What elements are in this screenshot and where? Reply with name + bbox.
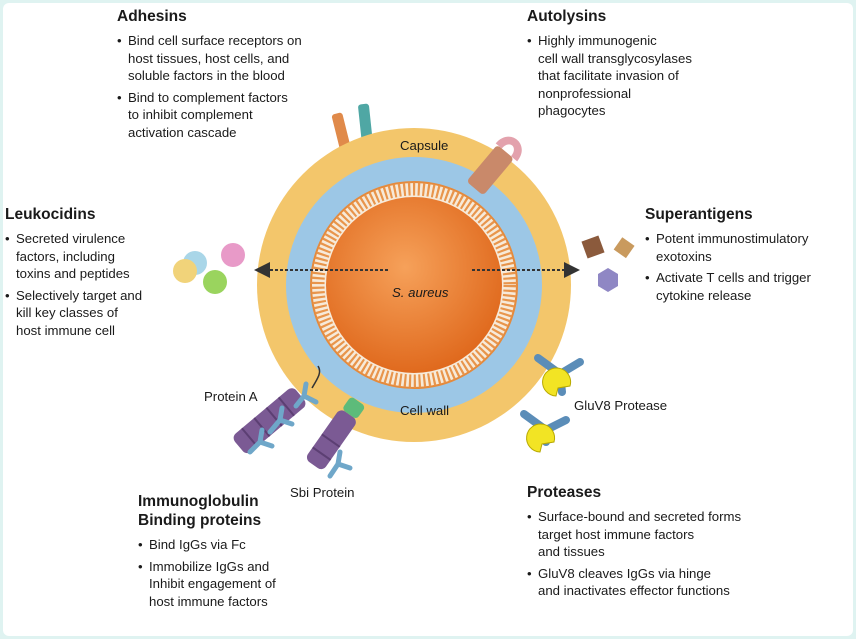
leukocidin-group [173,243,245,294]
proteases-bullet-2: GluV8 cleaves IgGs via hinge and inactiv… [527,565,787,600]
proteases-block: Proteases Surface-bound and secreted for… [527,483,787,604]
superantigen-tan [613,237,635,259]
superantigen-group [581,235,635,292]
proteases-title: Proteases [527,484,602,501]
capsule-label: Capsule [400,138,448,153]
sbi-protein-shape [306,397,365,479]
cytoplasm [326,197,502,373]
autolysins-list: Highly immunogenic cell wall transglycos… [527,32,757,120]
organism-label: S. aureus [392,285,449,300]
protein-a-shape [233,365,321,455]
superantigens-list: Potent immunostimulatory exotoxins Activ… [645,230,850,304]
leukocidins-block: Leukocidins Secreted virulence factors, … [5,205,180,343]
adhesins-title: Adhesins [117,8,187,25]
gluv8-protease-label: GluV8 Protease [574,398,667,413]
cell-wall-label: Cell wall [400,403,449,418]
leukocidin-green [203,270,227,294]
immunoglobulin-bullet-2: Immobilize IgGs and Inhibit engagement o… [138,558,338,611]
superantigens-bullet-1: Potent immunostimulatory exotoxins [645,230,850,265]
protein-a-label: Protein A [204,389,258,404]
immunoglobulin-list: Bind IgGs via Fc Immobilize IgGs and Inh… [138,536,338,610]
sbi-protein-label: Sbi Protein [290,485,355,500]
leukocidin-pink [221,243,245,267]
adhesins-list: Bind cell surface receptors on host tiss… [117,32,357,141]
superantigens-bullet-2: Activate T cells and trigger cytokine re… [645,269,850,304]
superantigen-brown [581,235,605,259]
superantigens-block: Superantigens Potent immunostimulatory e… [645,205,850,308]
autolysin-shape [468,136,522,194]
proteases-list: Surface-bound and secreted forms target … [527,508,787,600]
gluv8-protease-shape-1 [534,354,584,397]
adhesins-bullet-1: Bind cell surface receptors on host tiss… [117,32,357,85]
immunoglobulin-block: Immunoglobulin Binding proteins Bind IgG… [138,492,338,614]
leukocidins-list: Secreted virulence factors, including to… [5,230,180,339]
adhesins-block: Adhesins Bind cell surface receptors on … [117,7,357,145]
membrane-stripes [311,182,517,388]
autolysins-bullet-1: Highly immunogenic cell wall transglycos… [527,32,757,120]
immunoglobulin-bullet-1: Bind IgGs via Fc [138,536,338,554]
superantigen-hexagon [598,268,618,292]
gluv8-protease-shape-2 [520,410,570,453]
proteases-bullet-1: Surface-bound and secreted forms target … [527,508,787,561]
superantigens-title: Superantigens [645,206,753,223]
immunoglobulin-title: Immunoglobulin Binding proteins [138,493,262,529]
leukocidins-bullet-2: Selectively target and kill key classes … [5,287,180,340]
adhesins-bullet-2: Bind to complement factors to inhibit co… [117,89,357,142]
leukocidins-bullet-1: Secreted virulence factors, including to… [5,230,180,283]
autolysins-title: Autolysins [527,8,607,25]
leukocidins-title: Leukocidins [5,206,96,223]
autolysins-block: Autolysins Highly immunogenic cell wall … [527,7,757,124]
